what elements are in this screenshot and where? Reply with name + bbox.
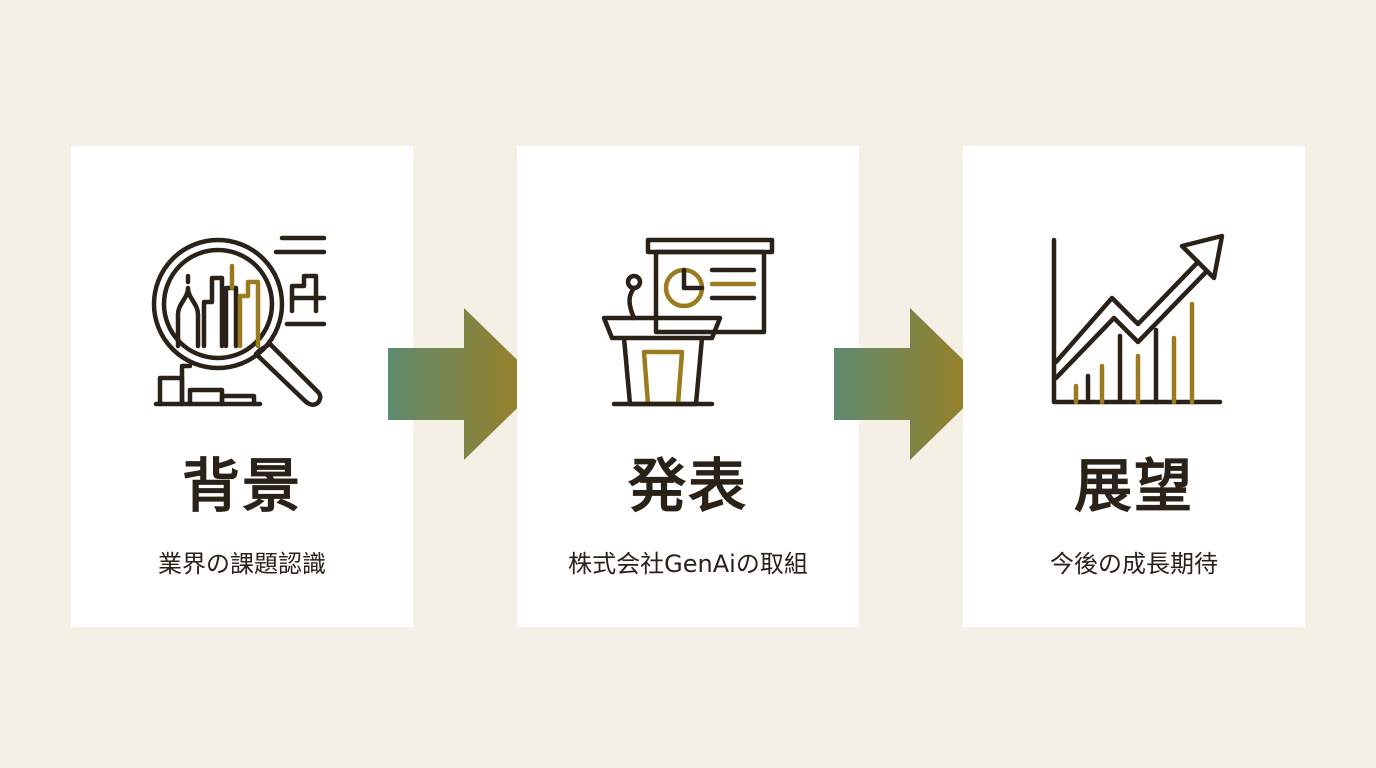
step-subtitle: 業界の課題認識 xyxy=(158,550,326,578)
magnifying-glass-chart-icon xyxy=(71,226,413,426)
step-card-outlook: 展望 今後の成長期待 xyxy=(963,146,1305,627)
arrow-right-icon xyxy=(384,306,544,462)
podium-presentation-icon xyxy=(517,226,859,426)
step-subtitle: 今後の成長期待 xyxy=(1050,550,1218,578)
step-card-announcement: 発表 株式会社GenAiの取組 xyxy=(517,146,859,627)
step-title: 背景 xyxy=(181,452,302,520)
arrow-right-icon xyxy=(830,306,990,462)
step-title: 展望 xyxy=(1073,452,1194,520)
step-subtitle: 株式会社GenAiの取組 xyxy=(568,550,808,578)
step-title: 発表 xyxy=(627,452,748,520)
growth-chart-icon xyxy=(963,226,1305,426)
step-card-background: 背景 業界の課題認識 xyxy=(71,146,413,627)
